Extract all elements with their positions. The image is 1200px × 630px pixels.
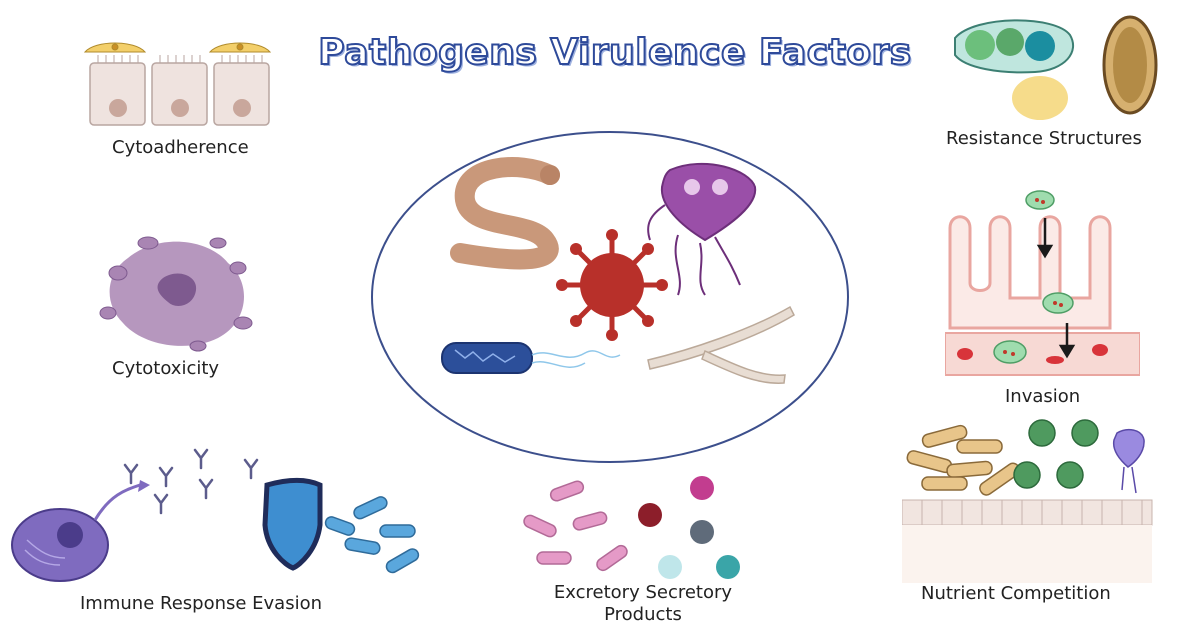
- trophozoite-icons: [993, 190, 1074, 364]
- giardia-protozoan-icon: [647, 162, 757, 296]
- secretory-molecule-dots: [638, 476, 740, 579]
- central-pathogens-circle: [371, 131, 849, 463]
- parasite-cell-icon: [11, 508, 109, 582]
- invasion-illustration: [945, 190, 1140, 376]
- epithelium-layer-icon: [902, 499, 1153, 526]
- label-excretory-line2: Products: [604, 604, 682, 625]
- intestinal-villi-icon: [948, 215, 1112, 330]
- label-immune-response-evasion: Immune Response Evasion: [80, 593, 323, 614]
- fungal-hyphae-icon: [647, 305, 795, 384]
- label-excretory-secretory-products: Excretory Secretory Products: [528, 582, 758, 626]
- competing-bacteria-icons: [906, 424, 1021, 496]
- diagram-title: Pathogens Virulence Factors: [317, 31, 912, 74]
- bacterium-rod-icon: [441, 342, 621, 374]
- oocyst-icon: [1012, 76, 1068, 120]
- label-nutrient-competition: Nutrient Competition: [921, 583, 1111, 604]
- label-cytotoxicity: Cytotoxicity: [112, 358, 220, 379]
- label-cytoadherence: Cytoadherence: [112, 137, 249, 158]
- invasion-arrow-icons: [1036, 218, 1076, 359]
- cytoadherence-cells-icon: [83, 42, 272, 126]
- label-resistance-structures: Resistance Structures: [946, 128, 1142, 149]
- virus-icon: [556, 229, 668, 341]
- excretory-secretory-illustration: [523, 476, 740, 579]
- immune-evasion-illustration: [11, 448, 420, 582]
- shield-icon: [262, 478, 323, 571]
- antibody-icons: [123, 448, 259, 515]
- bacteria-cluster-icon: [324, 496, 420, 574]
- nutrient-particle-dots: [1013, 419, 1099, 489]
- helminth-worm-icon: [450, 157, 560, 270]
- label-excretory-line1: Excretory Secretory: [553, 582, 733, 603]
- giardia-small-icon: [1112, 428, 1145, 494]
- secretory-bacteria-icons: [523, 480, 628, 572]
- resistance-structures-illustration: [954, 15, 1158, 120]
- blood-vessel-icon: [945, 332, 1140, 376]
- label-invasion: Invasion: [1005, 386, 1081, 407]
- nutrient-competition-illustration: [902, 419, 1153, 583]
- cytotoxicity-cell-icon: [99, 236, 253, 352]
